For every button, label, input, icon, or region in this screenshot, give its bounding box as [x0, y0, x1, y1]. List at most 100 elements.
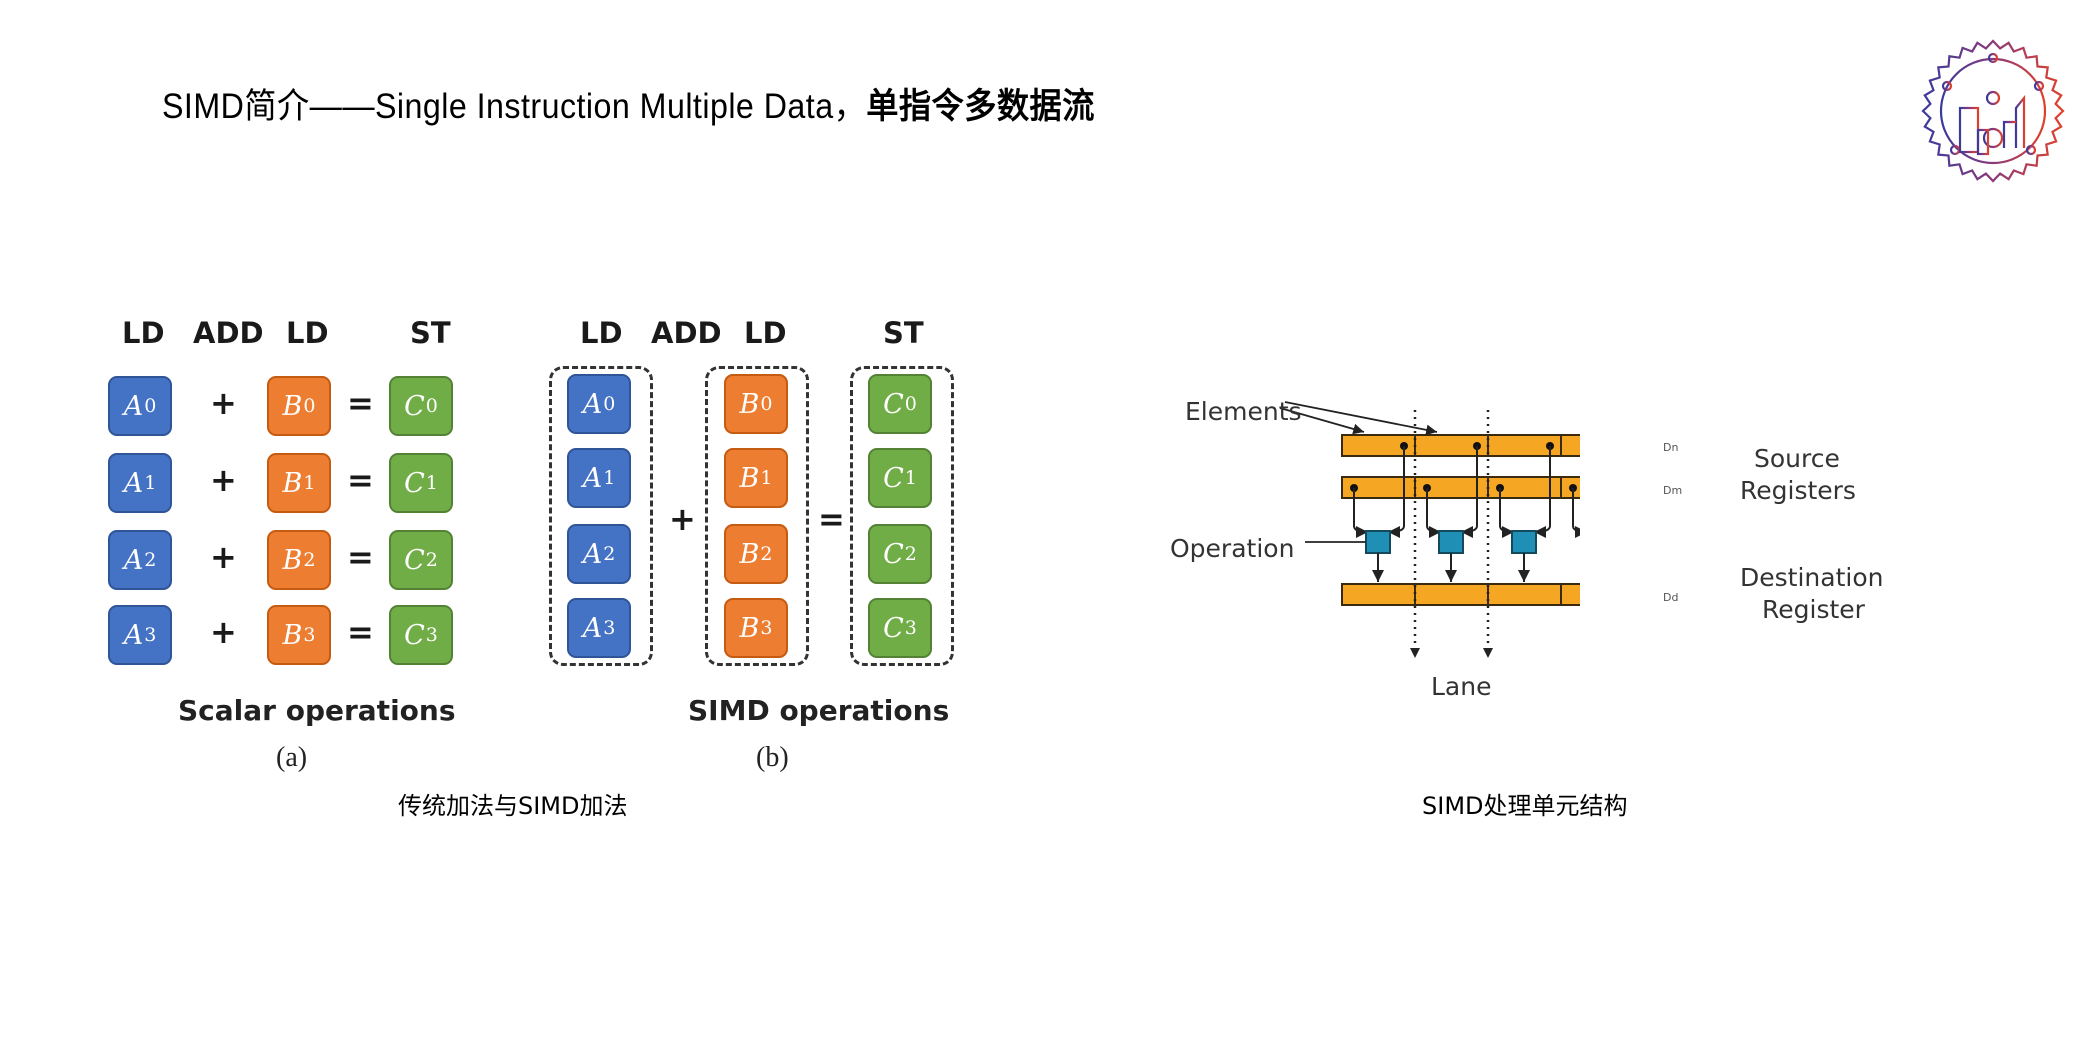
simd-header-add: ADD	[651, 316, 722, 350]
operand-index: 0	[603, 393, 616, 415]
simd-group-c	[850, 366, 954, 666]
operand-letter: A	[123, 390, 144, 422]
operation-label: Operation	[1170, 534, 1295, 563]
right-figure-caption: SIMD处理单元结构	[1422, 792, 1628, 820]
operand-letter: A	[582, 612, 603, 644]
operand-letter: B	[739, 538, 760, 570]
operand-letter: C	[883, 388, 904, 420]
operand-index: 1	[303, 472, 316, 494]
operand-letter: A	[582, 538, 603, 570]
operand-letter: B	[739, 462, 760, 494]
operand-index: 2	[760, 543, 773, 565]
lane-arrowhead	[1483, 648, 1493, 658]
dm-label: Dm	[1663, 484, 1683, 497]
slide-title: SIMD简介——Single Instruction Multiple Data…	[162, 78, 1095, 129]
source-label: Source	[1754, 444, 1840, 473]
operand-index: 3	[760, 617, 773, 639]
operand-letter: C	[404, 390, 425, 422]
destination-label: Destination	[1740, 563, 1884, 592]
operand-letter: B	[282, 390, 303, 422]
operand-index: 3	[603, 617, 616, 639]
dn-wire	[1387, 446, 1405, 538]
simd-group-a	[549, 366, 653, 666]
plus-sign: +	[210, 461, 237, 499]
operand-letter: B	[282, 467, 303, 499]
operand-index: 0	[760, 393, 773, 415]
simd-fig-label: (b)	[756, 742, 789, 773]
operand-index: 0	[303, 395, 316, 417]
registers-label: Registers	[1740, 476, 1856, 505]
scalar-header-ld: LD	[122, 316, 165, 350]
lane-label: Lane	[1431, 672, 1492, 701]
university-logo-icon	[1921, 39, 2065, 183]
dn-wire	[1460, 446, 1478, 538]
elements-arrow-2	[1284, 401, 1438, 436]
operand-index: 1	[603, 467, 616, 489]
operand-index: 2	[303, 549, 316, 571]
elements-arrow-1	[1279, 407, 1365, 435]
operand-letter: B	[282, 544, 303, 576]
operand-letter: C	[404, 467, 425, 499]
register-dm	[1341, 476, 1580, 499]
operand-index: 3	[904, 617, 917, 639]
left-figure-caption: 传统加法与SIMD加法	[398, 792, 628, 820]
operand-index: 1	[144, 472, 157, 494]
operand-letter: B	[739, 612, 760, 644]
simd-group-b	[705, 366, 809, 666]
lane-arrowhead	[1410, 648, 1420, 658]
operand-letter: B	[282, 619, 303, 651]
operand-index: 0	[144, 395, 157, 417]
register-dd	[1341, 583, 1580, 606]
operand-index: 2	[904, 543, 917, 565]
operand-letter: A	[123, 467, 144, 499]
operand-letter: A	[123, 619, 144, 651]
elements-label: Elements	[1185, 397, 1302, 426]
plus-sign: +	[210, 613, 237, 651]
operand-letter: A	[123, 544, 144, 576]
operand-index: 0	[904, 393, 917, 415]
simd-unit-diagram	[1279, 401, 1580, 658]
scalar-fig-label: (a)	[276, 742, 308, 773]
operation-box	[1511, 530, 1537, 554]
simd-subtitle: SIMD operations	[688, 694, 950, 727]
dn-wire	[1533, 446, 1551, 538]
simd-plus-sign: +	[669, 500, 696, 538]
dd-label: Dd	[1663, 591, 1679, 604]
simd-header-ld: LD	[580, 316, 623, 350]
equals-sign: =	[347, 613, 374, 651]
plus-sign: +	[210, 384, 237, 422]
register-dn	[1341, 434, 1580, 457]
operand-letter: A	[582, 462, 603, 494]
operand-index: 0	[425, 395, 438, 417]
operand-index: 3	[144, 624, 157, 646]
operand-letter: C	[404, 544, 425, 576]
simd-equals-sign: =	[818, 500, 845, 538]
operand-index: 2	[425, 549, 438, 571]
scalar-header-ld: LD	[286, 316, 329, 350]
operand-index: 1	[425, 472, 438, 494]
operation-box	[1365, 530, 1391, 554]
title-prefix: SIMD简介——Single Instruction Multiple Data…	[162, 87, 867, 126]
dm-wire	[1572, 488, 1580, 538]
register-label: Register	[1762, 595, 1865, 624]
